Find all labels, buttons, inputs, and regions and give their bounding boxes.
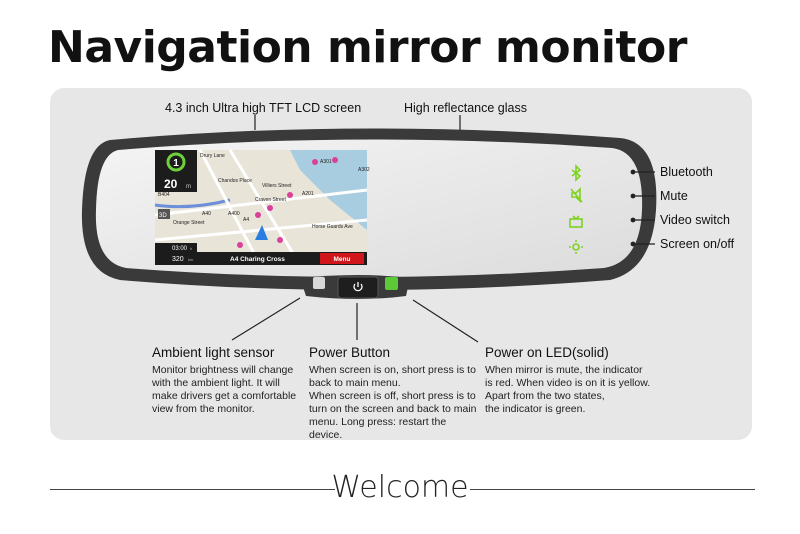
svg-text:Orange Street: Orange Street bbox=[173, 220, 205, 226]
power-button-feature: Power Button When screen is on, short pr… bbox=[309, 345, 479, 442]
menu-button bbox=[320, 253, 364, 264]
svg-text:A201: A201 bbox=[302, 191, 314, 197]
power-icon bbox=[353, 282, 363, 292]
power-led bbox=[385, 277, 398, 290]
svg-text:h: h bbox=[190, 246, 192, 251]
turn-number: 1 bbox=[173, 158, 179, 169]
ambient-light-sensor bbox=[313, 277, 325, 289]
nav-screen: 1 20 m Drury Lane Chandos Place Villiers… bbox=[154, 149, 370, 266]
welcome-text: Welcome bbox=[331, 470, 469, 505]
feature-title: Ambient light sensor bbox=[152, 345, 275, 360]
page-title: Navigation mirror monitor bbox=[48, 22, 687, 73]
svg-text:Villiers Street: Villiers Street bbox=[262, 183, 292, 189]
svg-text:20: 20 bbox=[164, 177, 178, 191]
brightness-icon bbox=[569, 240, 583, 254]
svg-text:Craven Street: Craven Street bbox=[255, 197, 286, 203]
svg-text:Chandos Place: Chandos Place bbox=[218, 178, 252, 184]
footer-divider-left bbox=[50, 489, 335, 490]
svg-text:A40: A40 bbox=[202, 211, 211, 217]
mute-icon bbox=[570, 187, 583, 203]
feature-title: Power Button bbox=[309, 345, 391, 360]
video-switch-icon bbox=[569, 215, 583, 228]
glass-callout: High reflectance glass bbox=[404, 101, 527, 115]
svg-text:Menu: Menu bbox=[334, 256, 351, 263]
svg-text:3D: 3D bbox=[159, 213, 167, 219]
street-name: A4 Charing Cross bbox=[230, 256, 285, 263]
screen-callout: 4.3 inch Ultra high TFT LCD screen bbox=[165, 101, 362, 115]
power-led-feature: Power on LED(solid) When mirror is mute,… bbox=[485, 345, 655, 416]
svg-text:km: km bbox=[188, 257, 194, 262]
svg-text:A4: A4 bbox=[243, 217, 249, 223]
video-switch-callout: Video switch bbox=[660, 213, 730, 227]
ambient-light-feature: Ambient light sensor Monitor brightness … bbox=[152, 345, 302, 416]
svg-text:m: m bbox=[186, 184, 191, 190]
screen-onoff-callout: Screen on/off bbox=[660, 237, 735, 251]
svg-text:Horse Guards Ave: Horse Guards Ave bbox=[312, 224, 353, 230]
svg-text:Drury Lane: Drury Lane bbox=[200, 153, 225, 159]
feature-title: Power on LED(solid) bbox=[485, 345, 609, 360]
mute-callout: Mute bbox=[660, 189, 688, 203]
svg-text:B404: B404 bbox=[158, 192, 170, 198]
svg-text:320: 320 bbox=[172, 256, 184, 263]
footer-divider-right bbox=[470, 489, 755, 490]
bluetooth-callout: Bluetooth bbox=[660, 165, 713, 179]
bluetooth-icon bbox=[571, 164, 582, 182]
svg-text:A302: A302 bbox=[358, 167, 370, 173]
svg-text:A301: A301 bbox=[320, 159, 332, 165]
power-button bbox=[337, 276, 379, 299]
svg-text:03:00: 03:00 bbox=[172, 246, 188, 252]
svg-text:A400: A400 bbox=[228, 211, 240, 217]
